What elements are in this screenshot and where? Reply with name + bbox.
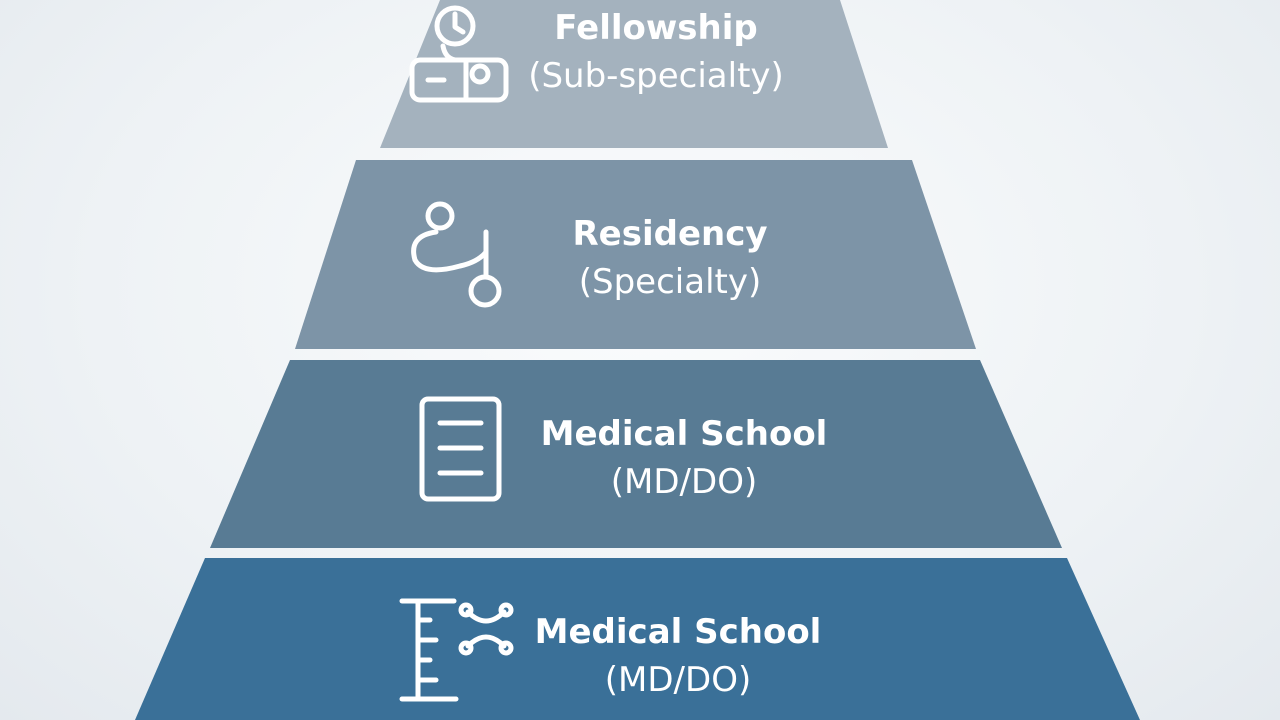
dna-ruler-icon bbox=[399, 598, 514, 702]
tier-title: Medical School bbox=[534, 612, 822, 652]
tier-title: Fellowship bbox=[554, 8, 758, 48]
tier-subtitle: (MD/DO) bbox=[604, 660, 752, 700]
tier-subtitle: (MD/DO) bbox=[610, 462, 758, 502]
tier-medical-school-upper-label: Medical School (MD/DO) bbox=[541, 410, 828, 506]
tier-fellowship-label: Fellowship (Sub-specialty) bbox=[528, 4, 784, 100]
stethoscope-monitor-icon bbox=[409, 5, 509, 103]
tier-subtitle: (Specialty) bbox=[578, 262, 762, 302]
tier-title: Medical School bbox=[540, 414, 828, 454]
tier-title: Residency bbox=[572, 214, 768, 254]
stethoscope-person-icon bbox=[411, 201, 502, 308]
tier-medical-school-lower-shape bbox=[135, 558, 1140, 720]
tier-residency-label: Residency (Specialty) bbox=[572, 210, 767, 306]
tier-fellowship-shape bbox=[380, 0, 888, 148]
document-icon bbox=[419, 396, 502, 502]
tier-medical-school-lower-label: Medical School (MD/DO) bbox=[535, 608, 822, 704]
tier-subtitle: (Sub-specialty) bbox=[528, 56, 784, 96]
tier-residency-shape bbox=[295, 160, 976, 349]
